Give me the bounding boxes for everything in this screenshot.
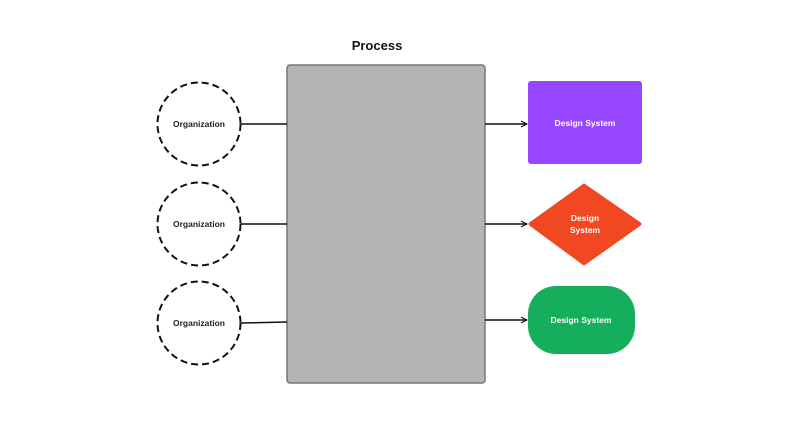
- design-system-pill[interactable]: Design System: [528, 286, 635, 354]
- organization-circle: [156, 181, 242, 267]
- pill-shape: [528, 286, 635, 354]
- organization-node-3[interactable]: Organization: [156, 280, 242, 366]
- design-system-label-line-2: System: [570, 225, 601, 235]
- input-connector-3: [240, 321, 288, 324]
- diamond-shape: [528, 183, 642, 266]
- organization-label: Organization: [173, 318, 225, 328]
- design-system-label: Design System: [555, 118, 616, 128]
- organization-node-1[interactable]: Organization: [156, 81, 242, 167]
- process-box[interactable]: [286, 64, 486, 384]
- organization-label: Organization: [173, 219, 225, 229]
- rectangle-shape: [528, 81, 642, 164]
- process-title: Process: [352, 38, 403, 53]
- design-system-label-line-1: Design: [571, 213, 599, 223]
- design-system-diamond[interactable]: Design System: [528, 183, 642, 266]
- organization-label: Organization: [173, 119, 225, 129]
- design-system-rectangle[interactable]: Design System: [528, 81, 642, 164]
- organization-circle: [156, 280, 242, 366]
- organization-circle: [156, 81, 242, 167]
- organization-node-2[interactable]: Organization: [156, 181, 242, 267]
- design-system-label: Design System: [551, 315, 612, 325]
